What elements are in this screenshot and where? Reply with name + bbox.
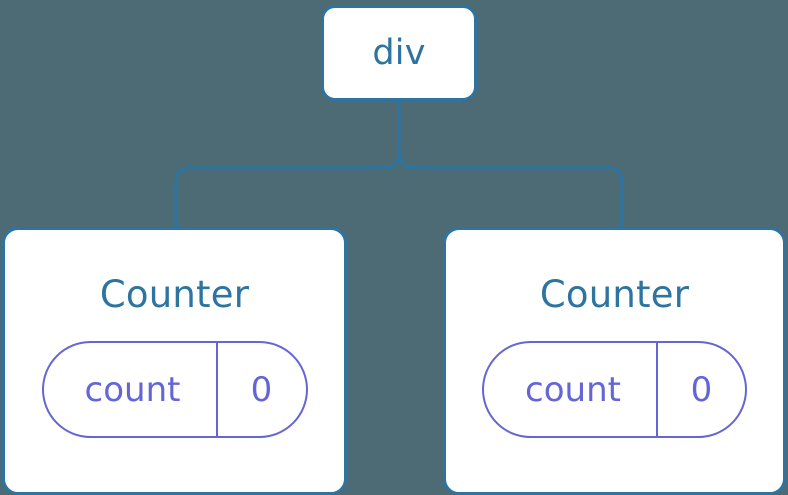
state-value-right: 0 xyxy=(690,369,713,410)
state-key-right: count xyxy=(484,343,658,436)
node-div-label: div xyxy=(372,32,426,73)
state-value-left: 0 xyxy=(250,369,273,410)
connector-branch-right xyxy=(397,150,624,229)
node-div[interactable]: div xyxy=(321,5,477,101)
node-counter-left[interactable]: Counter count 0 xyxy=(2,227,347,495)
connector-branch-left xyxy=(174,150,401,229)
node-counter-right-label: Counter xyxy=(539,273,690,316)
state-key-left: count xyxy=(44,343,218,436)
state-pill-right[interactable]: count 0 xyxy=(482,341,747,438)
state-pill-left[interactable]: count 0 xyxy=(41,341,308,438)
node-counter-right[interactable]: Counter count 0 xyxy=(443,227,786,495)
node-counter-left-label: Counter xyxy=(99,273,250,316)
